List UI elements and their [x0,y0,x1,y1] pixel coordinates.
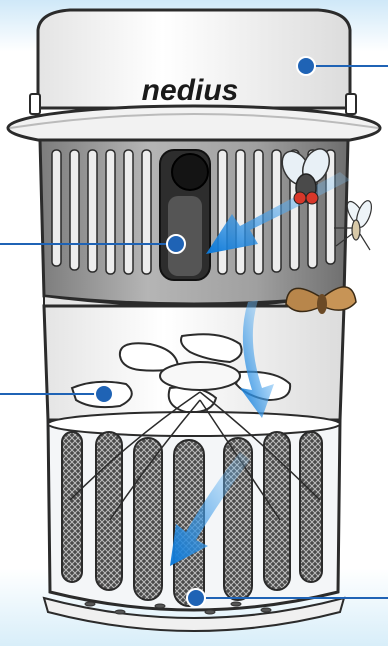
sensor-icon [171,153,209,191]
uv-grille [38,138,350,317]
fan-hub [159,361,241,391]
top-cover: nedius [6,8,382,152]
callout-top-cover [296,56,388,76]
catch-basket [42,391,346,632]
fly-icon [281,148,331,205]
mosquito-icon [334,200,372,251]
callout-uv-light [0,234,186,254]
brand-logo: nedius [142,74,239,107]
moth-icon [285,286,357,314]
callout-catch-net [186,588,388,608]
callout-fan [0,384,114,404]
trapped-insects-icon [84,601,272,615]
fan-section [42,304,346,422]
